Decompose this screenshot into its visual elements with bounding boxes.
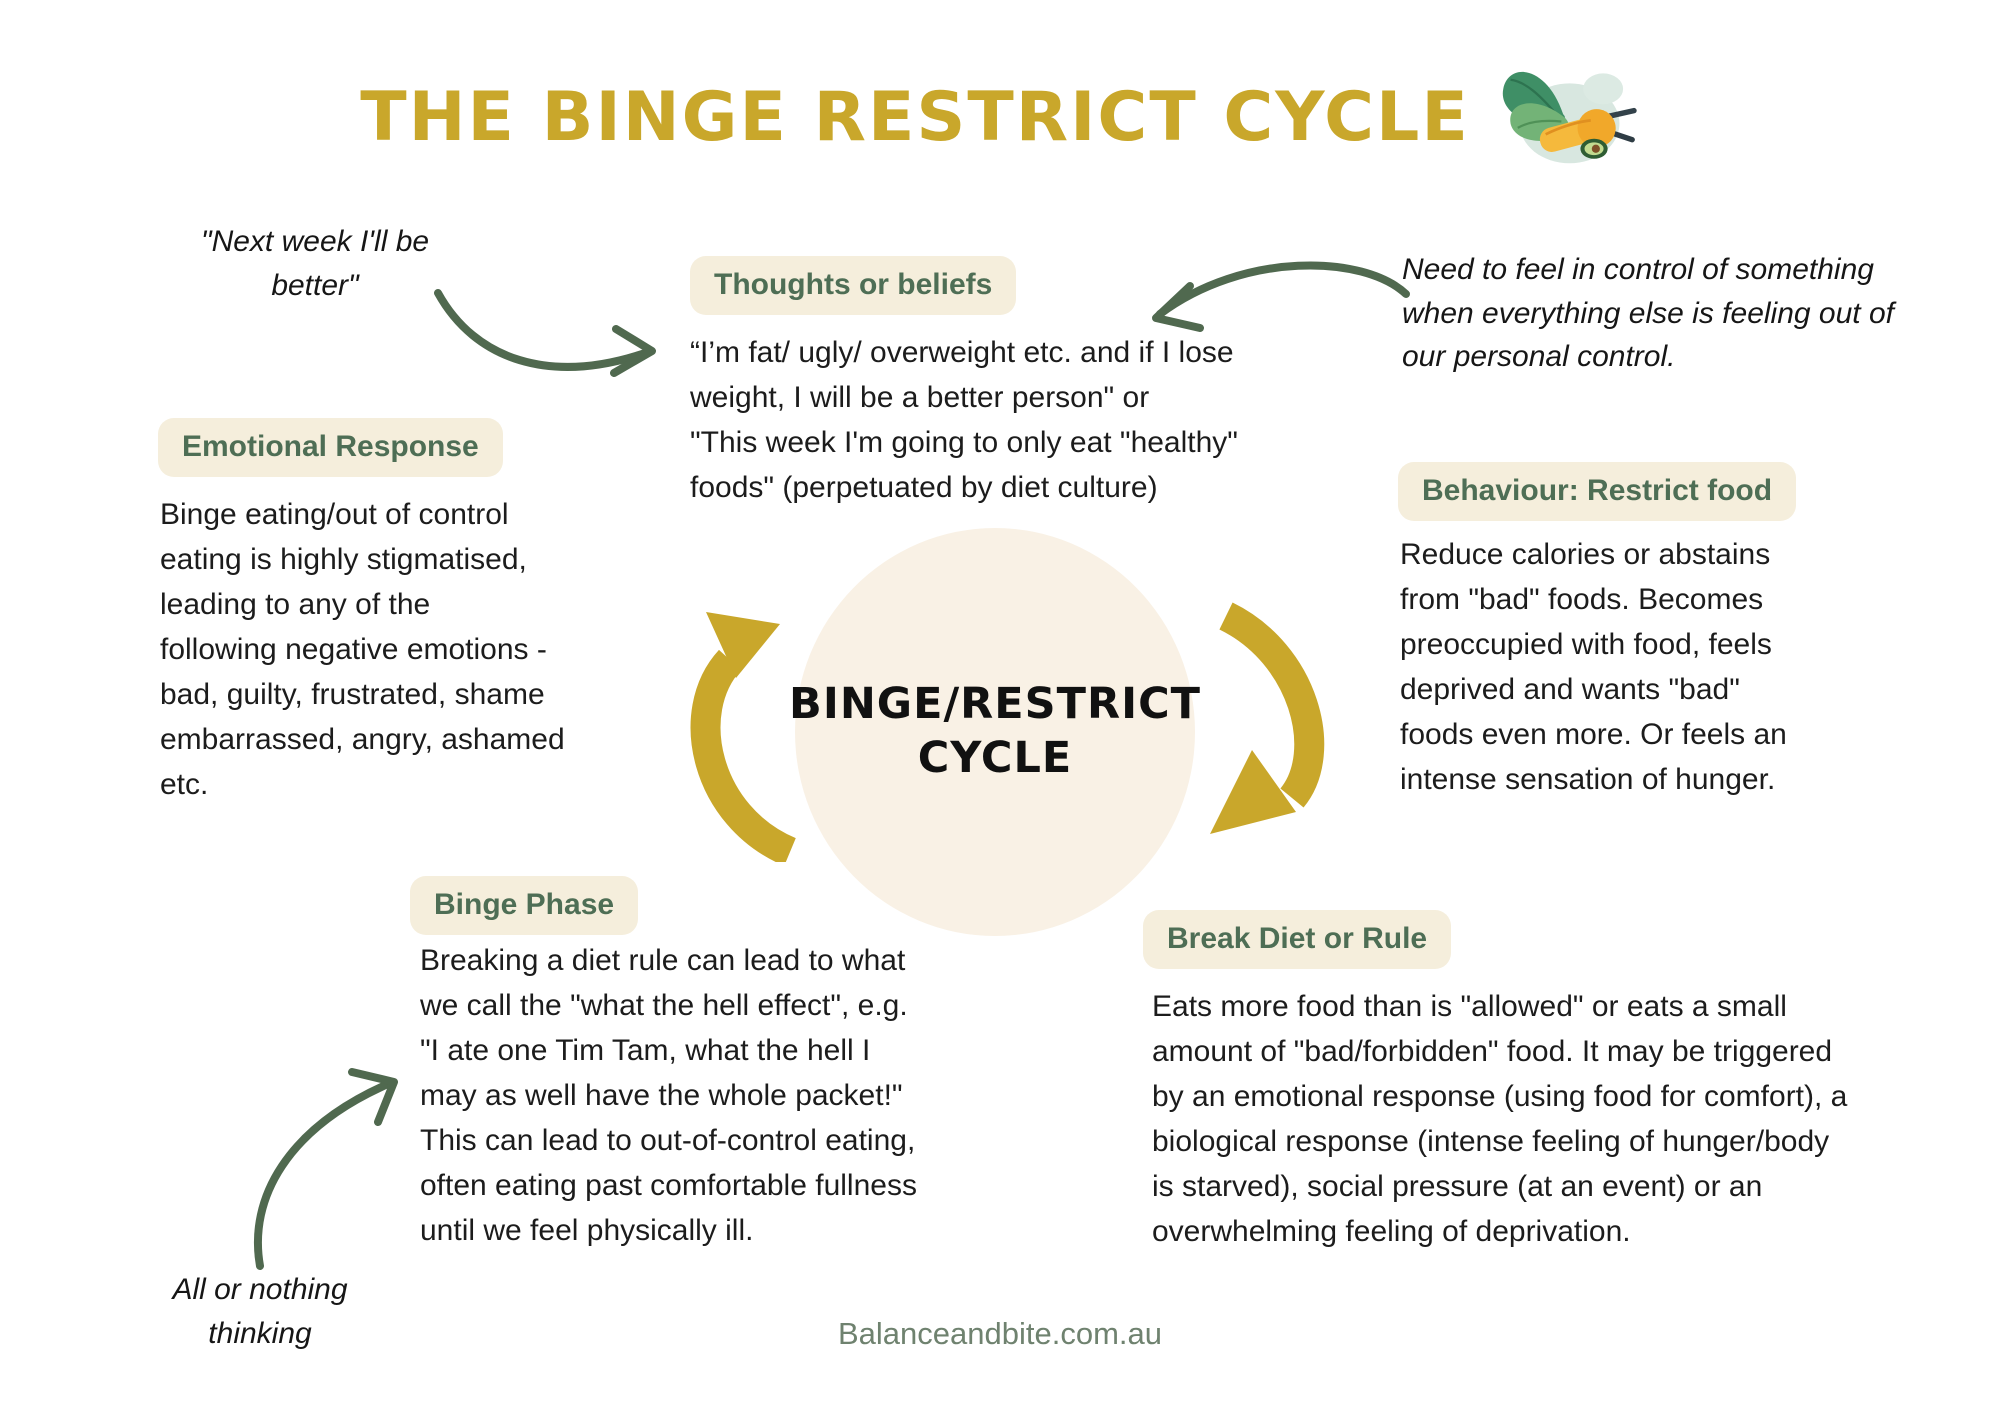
cycle-arrow-left-icon xyxy=(690,612,797,862)
section-label-thoughts: Thoughts or beliefs xyxy=(690,256,1017,315)
curved-arrow-up-right-icon xyxy=(253,1068,398,1270)
curved-arrow-left-icon xyxy=(1152,261,1410,332)
section-label-emotional: Emotional Response xyxy=(158,418,503,477)
header: THE BINGE RESTRICT CYCLE xyxy=(0,58,2000,176)
annotation-need-control: Need to feel in control of something whe… xyxy=(1402,253,1894,373)
page-title: THE BINGE RESTRICT CYCLE xyxy=(360,77,1470,157)
website-url: Balanceandbite.com.au xyxy=(837,1316,1162,1351)
section-body-thoughts: “I’m fat/ ugly/ overweight etc. and if I… xyxy=(690,336,1238,504)
section-body-behaviour: Reduce calories or abstains from "bad" f… xyxy=(1400,538,1787,796)
section-body-binge: Breaking a diet rule can lead to what we… xyxy=(420,944,917,1247)
section-body-emotional: Binge eating/out of control eating is hi… xyxy=(160,498,565,801)
cycle-arrow-right-icon xyxy=(1210,602,1325,834)
cycle-circle: BINGE/RESTRICT CYCLE xyxy=(789,528,1200,936)
section-label-break-diet: Break Diet or Rule xyxy=(1143,910,1452,969)
annotation-next-week: "Next week I'll be better" xyxy=(200,225,430,302)
footer: Balanceandbite.com.au xyxy=(0,1316,2000,1352)
annotation-all-or-nothing: All or nothing thinking xyxy=(172,1273,348,1350)
section-body-break-diet: Eats more food than is "allowed" or eats… xyxy=(1152,990,1848,1248)
vegetables-icon xyxy=(1502,71,1637,164)
cycle-label: BINGE/RESTRICT CYCLE xyxy=(789,679,1201,783)
section-label-behaviour: Behaviour: Restrict food xyxy=(1398,462,1797,521)
curved-arrow-down-right-icon xyxy=(434,289,656,377)
section-label-binge: Binge Phase xyxy=(410,876,639,935)
